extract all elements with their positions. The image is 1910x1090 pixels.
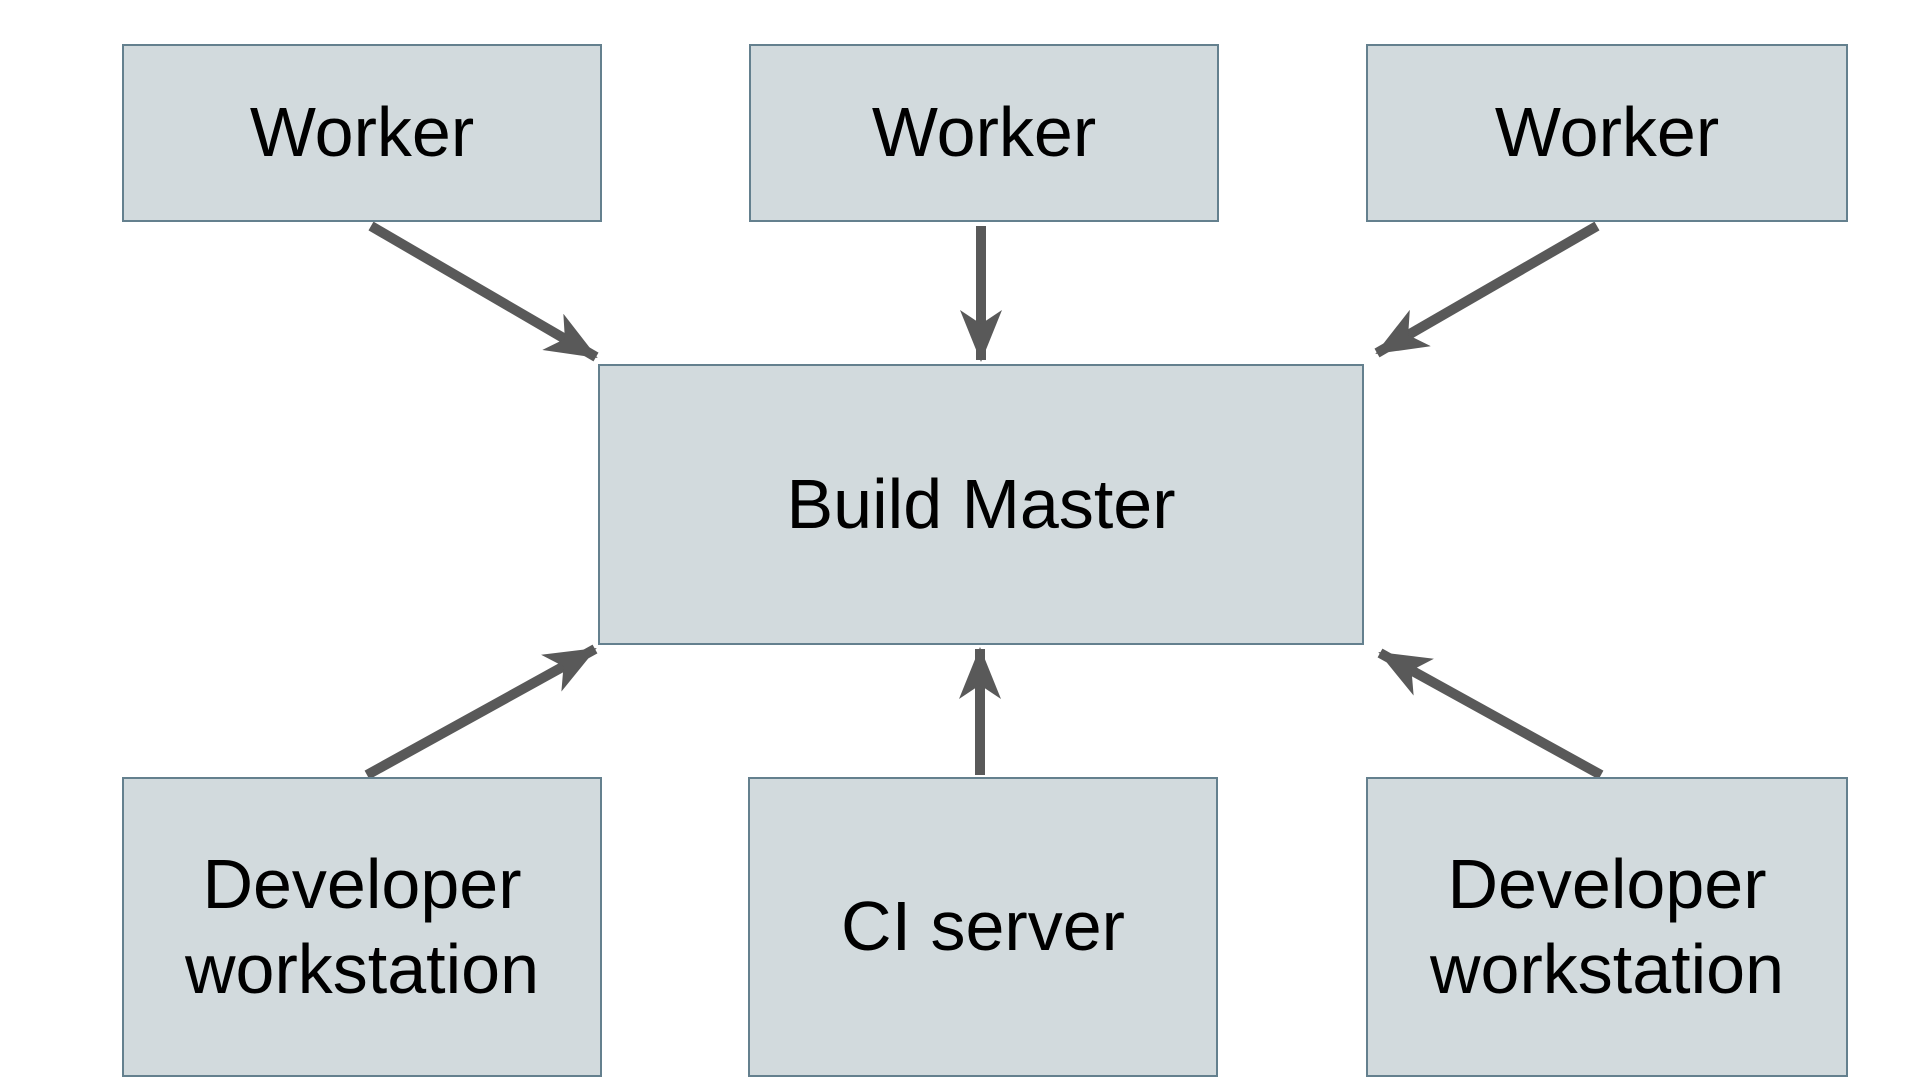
arrow-devws-right-to-build-master — [1377, 648, 1604, 780]
node-worker-3-label: Worker — [1494, 93, 1720, 172]
node-worker-3: Worker — [1366, 44, 1848, 222]
arrow-devws-left-to-build-master — [364, 644, 598, 780]
node-ci-server: CI server — [748, 777, 1218, 1077]
arrow-worker1-to-build-master — [368, 221, 599, 362]
node-developer-workstation-left: Developer workstation — [122, 777, 602, 1077]
node-worker-1: Worker — [122, 44, 602, 222]
node-build-master-label: Build Master — [786, 464, 1176, 543]
node-worker-2-label: Worker — [871, 93, 1097, 172]
node-ci-server-label: CI server — [841, 887, 1125, 966]
node-developer-workstation-left-label: Developer workstation — [184, 844, 540, 1008]
node-build-master: Build Master — [598, 364, 1364, 645]
node-developer-workstation-right: Developer workstation — [1366, 777, 1848, 1077]
node-developer-workstation-right-label: Developer workstation — [1429, 844, 1785, 1008]
arrow-worker3-to-build-master — [1374, 221, 1600, 358]
node-worker-2: Worker — [749, 44, 1219, 222]
node-worker-1-label: Worker — [249, 93, 475, 172]
